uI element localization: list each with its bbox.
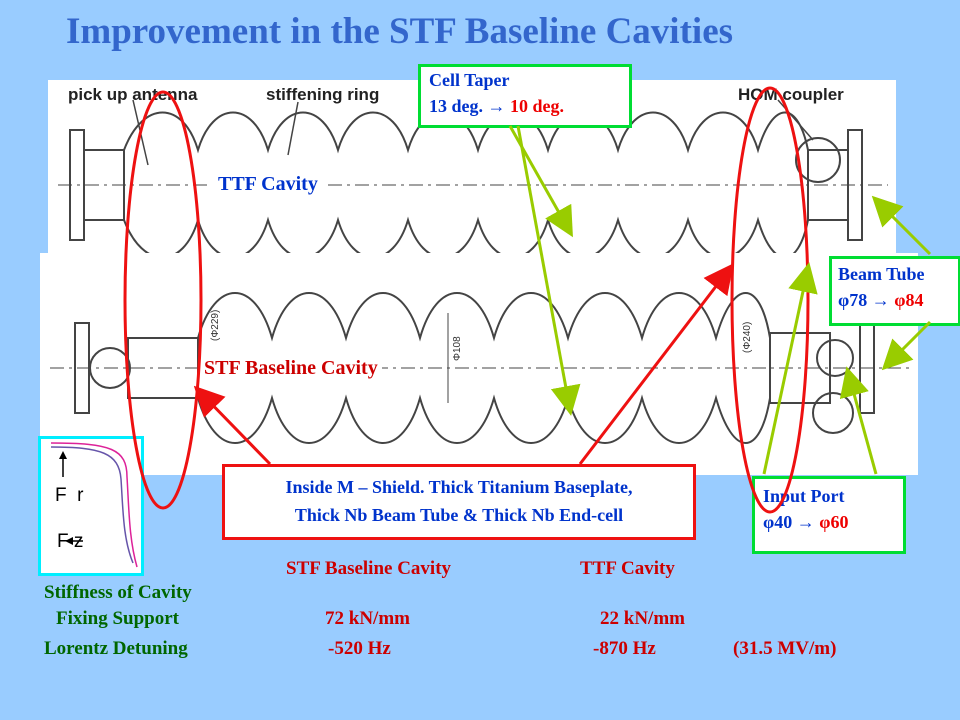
input-port-heading: Input Port (763, 486, 845, 506)
beam-tube-callout: Beam Tube φ78 → φ84 (829, 256, 960, 326)
ttf-hom-leader (777, 99, 814, 141)
row2-note: (31.5 MV/m) (733, 638, 837, 659)
force-curve-1 (50, 446, 134, 564)
ttf-cavity-label: TTF Cavity (212, 172, 324, 197)
beam-tube-value: φ78 → φ84 (838, 287, 958, 313)
stiffening-ring-label: stiffening ring (266, 85, 379, 104)
fz-arrowhead (65, 537, 73, 545)
stf-dim-229: (Φ229) (210, 310, 221, 341)
row1-stf-value: 72 kN/mm (325, 608, 410, 629)
row1-label-b: Fixing Support (56, 608, 180, 629)
beam-tube-to: φ84 (894, 290, 924, 310)
beam-tube-heading: Beam Tube (838, 264, 925, 284)
stf-cavity-drawing: (Φ229) Φ108 (Φ240) (40, 253, 918, 475)
row1-label-a: Stiffness of Cavity (44, 582, 192, 603)
shield-note-line2: Thick Nb Beam Tube & Thick Nb End-cell (294, 505, 624, 525)
col-header-stf: STF Baseline Cavity (286, 558, 452, 579)
shield-note-box: Inside M – Shield. Thick Titanium Basepl… (222, 464, 696, 540)
beam-tube-from: φ78 → (838, 290, 890, 310)
page-title: Improvement in the STF Baseline Cavities (66, 11, 734, 52)
stf-cavity-label: STF Baseline Cavity (200, 356, 382, 381)
cell-taper-to: 10 deg. (510, 96, 564, 116)
input-port-value: φ40 → φ60 (763, 509, 903, 535)
force-diagram-box: F r F z (38, 436, 144, 576)
stf-cavity-svg: (Φ229) Φ108 (Φ240) (50, 292, 910, 444)
row2-label: Lorentz Detuning (44, 638, 188, 659)
input-port-callout: Input Port φ40 → φ60 (752, 476, 906, 554)
ttf-pickup-leader (132, 99, 149, 166)
col-header-ttf: TTF Cavity (580, 558, 675, 579)
cell-taper-value: 13 deg. → 10 deg. (429, 93, 629, 119)
stf-dim-108: Φ108 (452, 336, 463, 361)
pickup-antenna-label: pick up antenna (68, 85, 198, 104)
row2-ttf-value: -870 Hz (593, 638, 656, 659)
input-port-from: φ40 → (763, 512, 815, 532)
row1-ttf-value: 22 kN/mm (600, 608, 685, 629)
fr-label: F r (55, 485, 84, 506)
stf-dim-240: (Φ240) (742, 322, 753, 353)
stf-hom-port (812, 392, 854, 434)
stf-cells-top (197, 292, 771, 342)
fz-label: F z (57, 531, 84, 552)
hom-coupler-label: HOM coupler (738, 85, 844, 104)
cell-taper-from: 13 deg. → (429, 96, 506, 116)
stf-cells-bottom (197, 394, 771, 444)
row2-stf-value: -520 Hz (328, 638, 391, 659)
cell-taper-callout: Cell Taper 13 deg. → 10 deg. (418, 64, 632, 128)
fr-arrowhead (59, 451, 67, 459)
shield-note-line1: Inside M – Shield. Thick Titanium Basepl… (285, 477, 633, 497)
cell-taper-heading: Cell Taper (429, 70, 510, 90)
stf-input-port (816, 339, 854, 377)
ttf-ring-leader (287, 101, 299, 156)
ttf-hom-port (795, 137, 841, 183)
input-port-to: φ60 (819, 512, 849, 532)
ttf-cells-bottom (123, 216, 809, 259)
ttf-cells-top (123, 111, 809, 154)
